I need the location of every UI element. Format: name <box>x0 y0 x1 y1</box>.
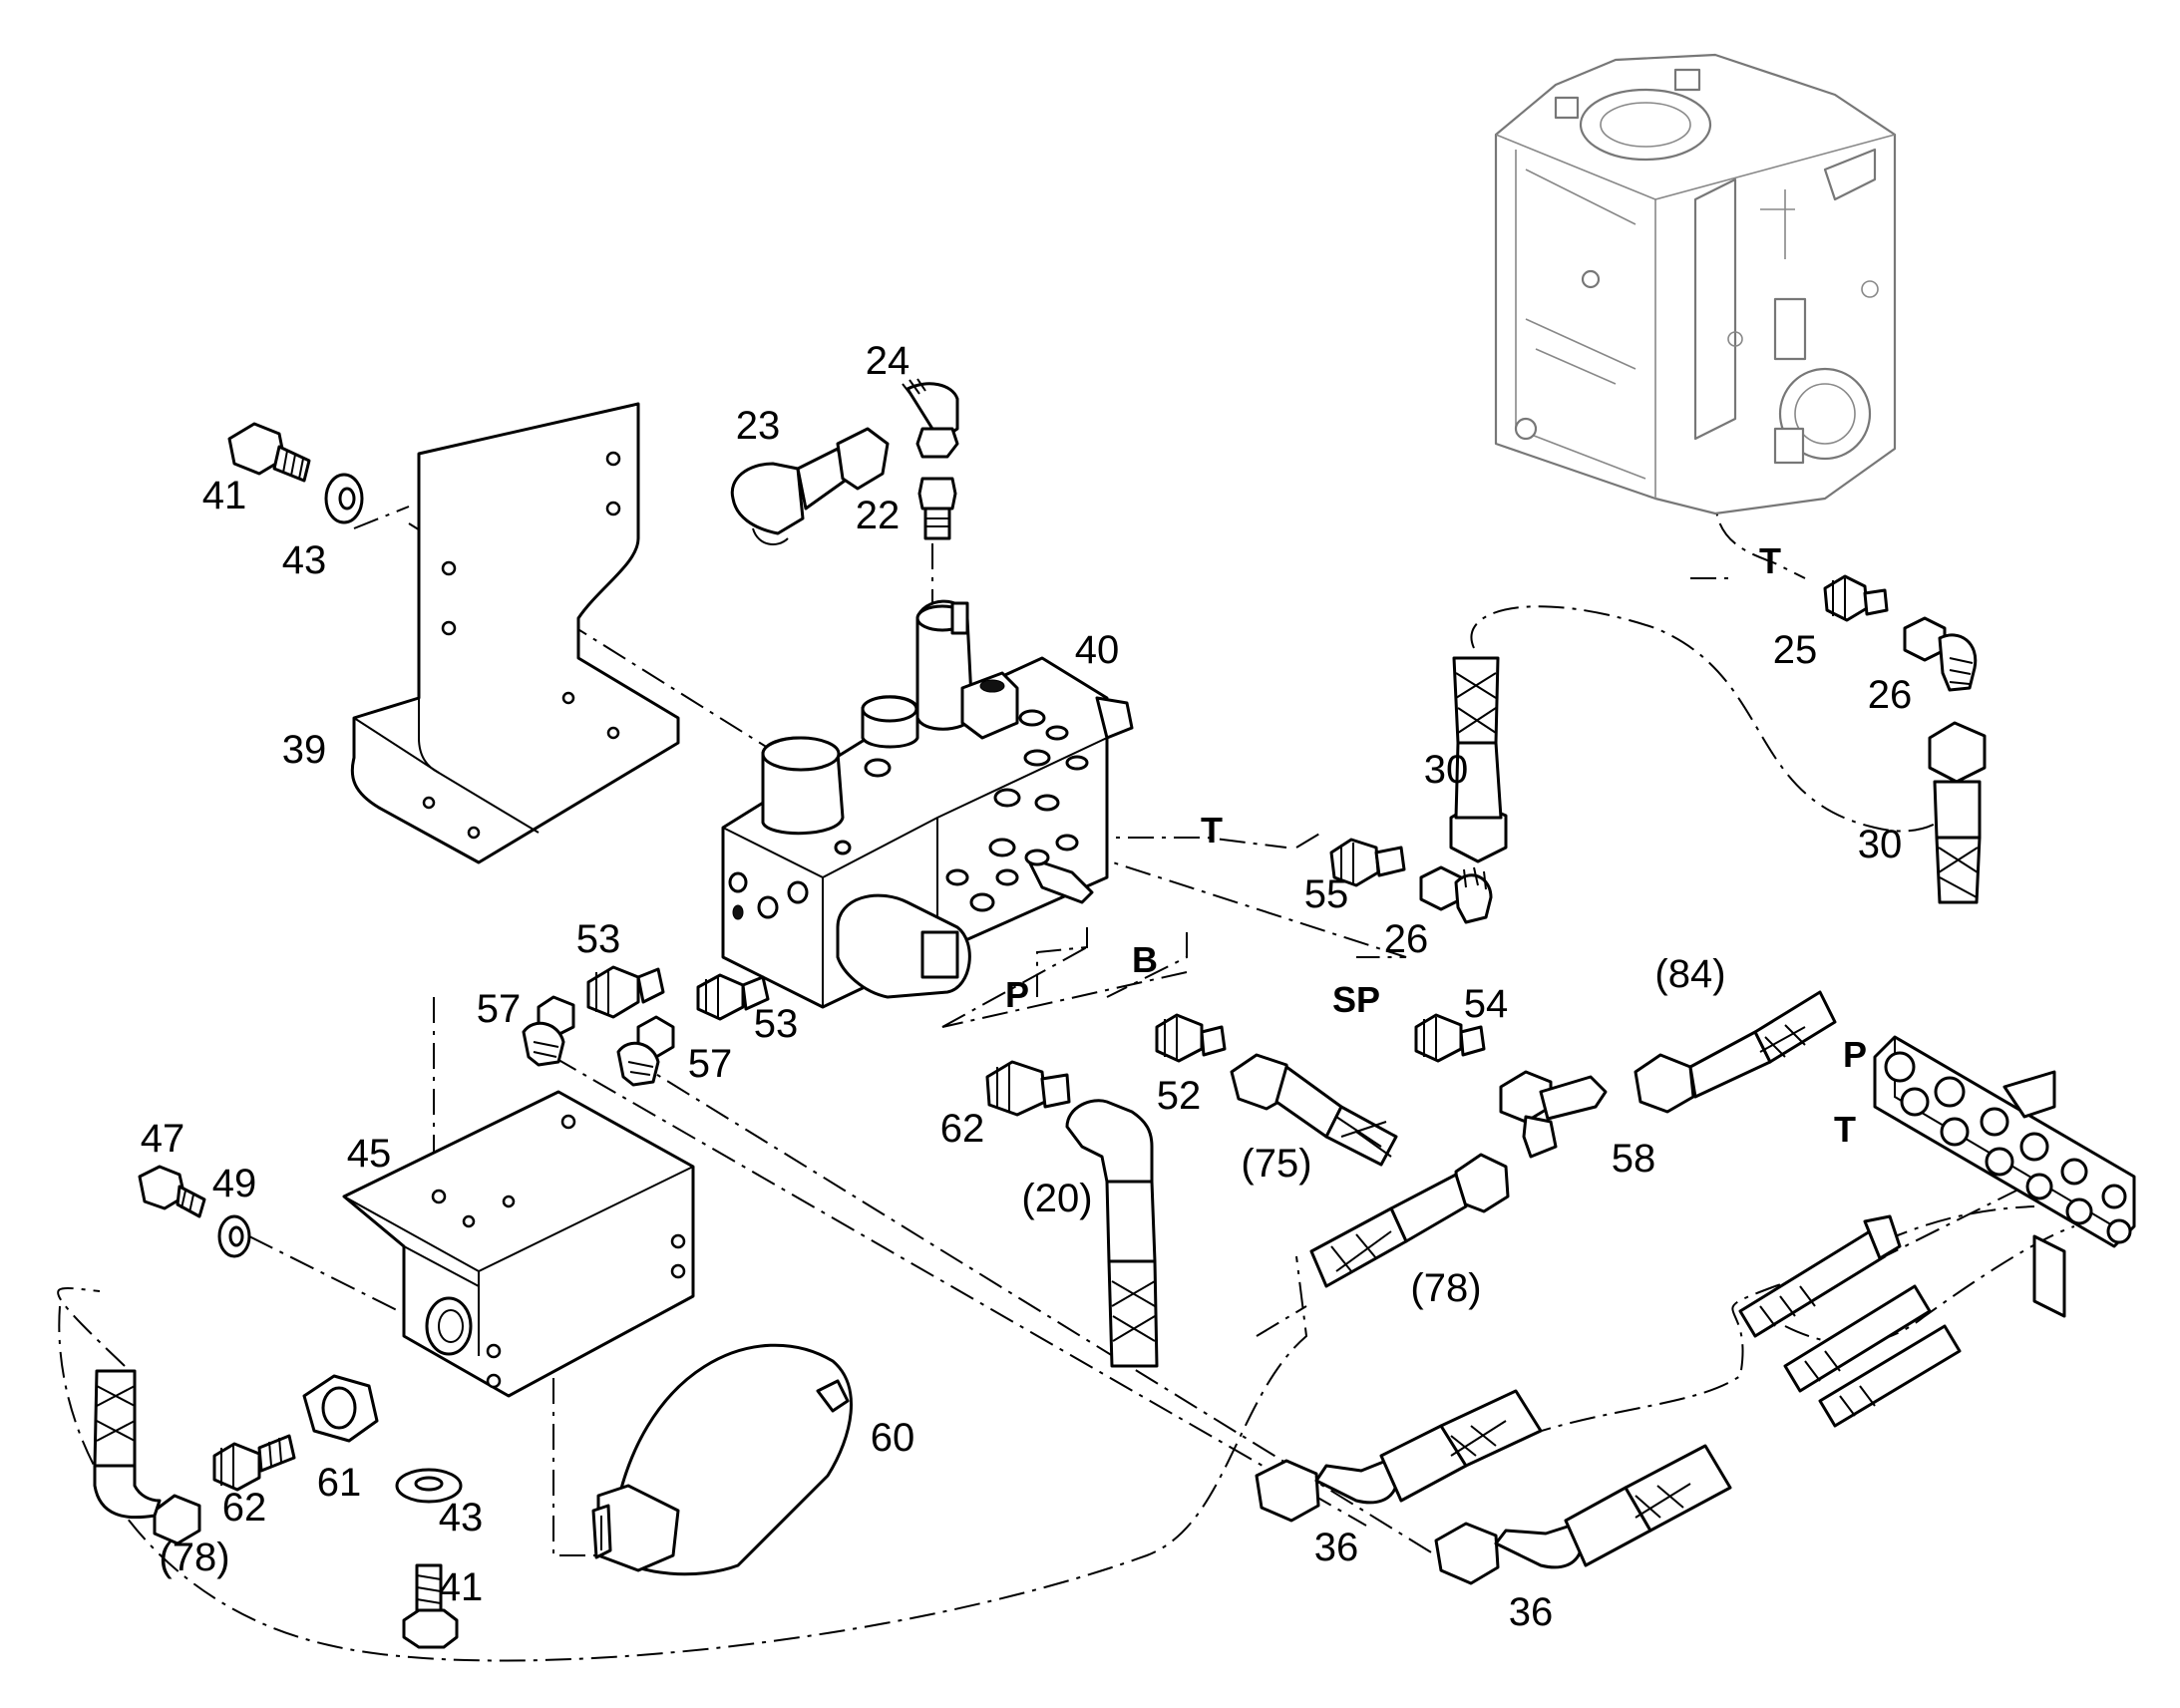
manifold-hoses <box>1738 1214 1962 1428</box>
part-label-p24: 24 <box>866 339 910 383</box>
bolt-41-top <box>227 422 311 483</box>
hose-78-b <box>93 1369 201 1545</box>
nut-61 <box>302 1374 379 1443</box>
part-label-p26a: 26 <box>1384 917 1429 961</box>
port-label-P2: P <box>1843 1034 1867 1075</box>
bracket-45 <box>342 1090 695 1398</box>
valve-block-40 <box>721 599 1134 1009</box>
hose-30-a <box>1449 656 1508 863</box>
part-label-p36b: 36 <box>1509 1590 1554 1634</box>
elbow-26-a <box>1419 865 1493 924</box>
part-label-p36a: 36 <box>1314 1526 1359 1569</box>
part-label-p53a: 53 <box>576 917 621 961</box>
part-label-p23: 23 <box>736 404 781 448</box>
fitting-52 <box>1155 1013 1227 1063</box>
part-label-p61: 61 <box>317 1461 362 1505</box>
washer-43-top <box>324 473 364 524</box>
part-label-p75: (75) <box>1241 1142 1311 1186</box>
part-label-p58: 58 <box>1612 1137 1656 1181</box>
part-label-p57b: 57 <box>688 1042 733 1086</box>
port-label-T2: T <box>1759 540 1781 581</box>
part-label-p78a: (78) <box>1410 1266 1481 1310</box>
part-label-p60: 60 <box>871 1416 915 1460</box>
part-label-p39: 39 <box>282 728 327 772</box>
port-label-T1: T <box>1201 810 1223 851</box>
elbow-57-a <box>522 995 575 1067</box>
part-label-p43b: 43 <box>439 1496 484 1539</box>
part-label-p20: (20) <box>1021 1177 1092 1220</box>
tee-58 <box>1499 1070 1608 1159</box>
part-label-p84: (84) <box>1654 952 1725 996</box>
part-label-p49: 49 <box>212 1162 257 1205</box>
port-label-SP: SP <box>1332 979 1380 1020</box>
part-label-p43a: 43 <box>282 538 327 582</box>
hose-78-a <box>1309 1153 1510 1288</box>
hose-84 <box>1634 990 1837 1114</box>
fitting-54 <box>1414 1013 1486 1063</box>
fitting-25 <box>1823 574 1889 622</box>
accumulator-60 <box>591 1343 853 1576</box>
port-label-P1: P <box>1005 974 1029 1015</box>
port-label-T3: T <box>1834 1109 1856 1150</box>
part-label-p53b: 53 <box>754 1002 799 1046</box>
part-label-p52: 52 <box>1157 1074 1202 1118</box>
elbow-26-b <box>1903 616 1978 692</box>
part-label-p57a: 57 <box>477 987 522 1031</box>
part-label-p22: 22 <box>856 494 901 537</box>
part-label-p62b: 62 <box>222 1486 267 1530</box>
manifold-block <box>1873 1035 2136 1318</box>
fitting-24 <box>902 378 959 459</box>
part-number-labels: 41 43 39 23 24 22 40 53 53 57 57 62 (20) 52 (75) 55 26 30… <box>141 339 1913 1634</box>
hose-36-a <box>1255 1389 1543 1523</box>
part-label-p55: 55 <box>1304 872 1349 916</box>
hose-20 <box>1065 1099 1159 1368</box>
screw-47 <box>138 1165 206 1218</box>
washer-43-bottom <box>395 1468 463 1504</box>
hose-30-b <box>1928 721 1987 904</box>
fitting-55 <box>1329 838 1406 887</box>
part-label-p30a: 30 <box>1424 748 1469 792</box>
fitting-22 <box>917 477 957 540</box>
fitting-53-a <box>586 965 665 1019</box>
fitting-62-a <box>985 1060 1071 1117</box>
bracket-39 <box>350 402 680 864</box>
test-coupling-23 <box>730 427 890 545</box>
port-label-B: B <box>1132 939 1158 980</box>
part-label-p78b: (78) <box>159 1536 229 1579</box>
washer-49 <box>217 1214 251 1258</box>
fitting-53-b <box>696 973 770 1021</box>
hose-75 <box>1230 1053 1398 1167</box>
fitting-62-b <box>212 1434 296 1492</box>
part-label-p47: 47 <box>141 1117 185 1161</box>
part-label-p40: 40 <box>1075 628 1120 672</box>
elbow-57-b <box>616 1015 675 1087</box>
part-label-p62a: 62 <box>940 1107 985 1151</box>
part-label-p41a: 41 <box>202 474 247 517</box>
part-label-p45: 45 <box>347 1132 392 1176</box>
leader-lines <box>57 248 2085 1662</box>
part-label-p30b: 30 <box>1858 823 1903 866</box>
part-label-p54: 54 <box>1464 982 1509 1026</box>
gearbox-housing <box>1494 53 1897 515</box>
part-label-p25: 25 <box>1773 628 1818 672</box>
hose-36-b <box>1434 1444 1732 1585</box>
part-label-p26b: 26 <box>1868 673 1913 717</box>
bolt-41-bottom <box>402 1563 459 1649</box>
part-label-p41b: 41 <box>439 1565 484 1609</box>
